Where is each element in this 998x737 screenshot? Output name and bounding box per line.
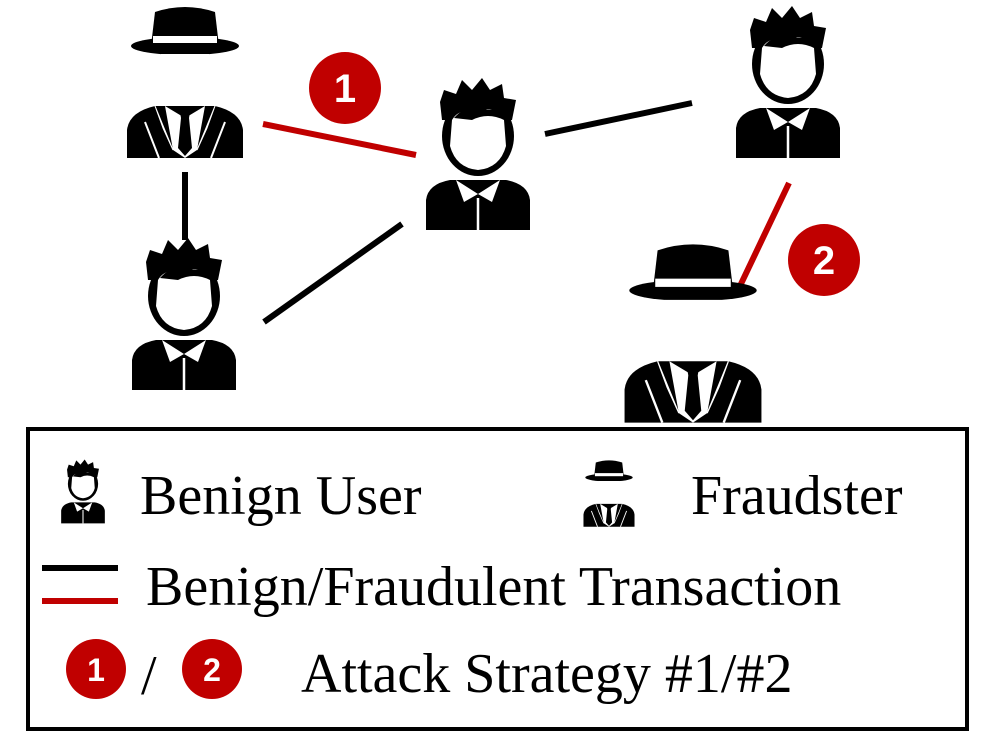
strategy-badge-1: 1 (309, 52, 381, 124)
legend-strategy-badge-1: 1 (66, 639, 126, 699)
strategy-badge-2: 2 (788, 224, 860, 296)
fraudster-icon (126, 6, 244, 159)
edge-benign-center-topright (544, 100, 693, 137)
legend-benign-user-label: Benign User (140, 465, 422, 527)
svg-text:2: 2 (813, 239, 835, 283)
benign-user-icon (130, 236, 238, 392)
legend-slash: / (141, 645, 157, 707)
edge-benign-bottomleft-center (262, 221, 404, 325)
edge-fraud-1 (262, 121, 417, 158)
svg-text:1: 1 (87, 652, 105, 688)
legend-attack-label: Attack Strategy #1/#2 (301, 643, 792, 705)
legend-strategy-badge-2: 2 (182, 639, 242, 699)
legend-fraudster-label: Fraudster (691, 465, 903, 527)
benign-user-icon (734, 4, 842, 160)
benign-user-icon (424, 76, 532, 232)
legend-transaction-label: Benign/Fraudulent Transaction (146, 556, 841, 618)
svg-text:1: 1 (334, 67, 356, 111)
svg-text:2: 2 (203, 652, 221, 688)
edge-fraud-2 (737, 181, 792, 288)
fraudster-icon (623, 243, 763, 424)
